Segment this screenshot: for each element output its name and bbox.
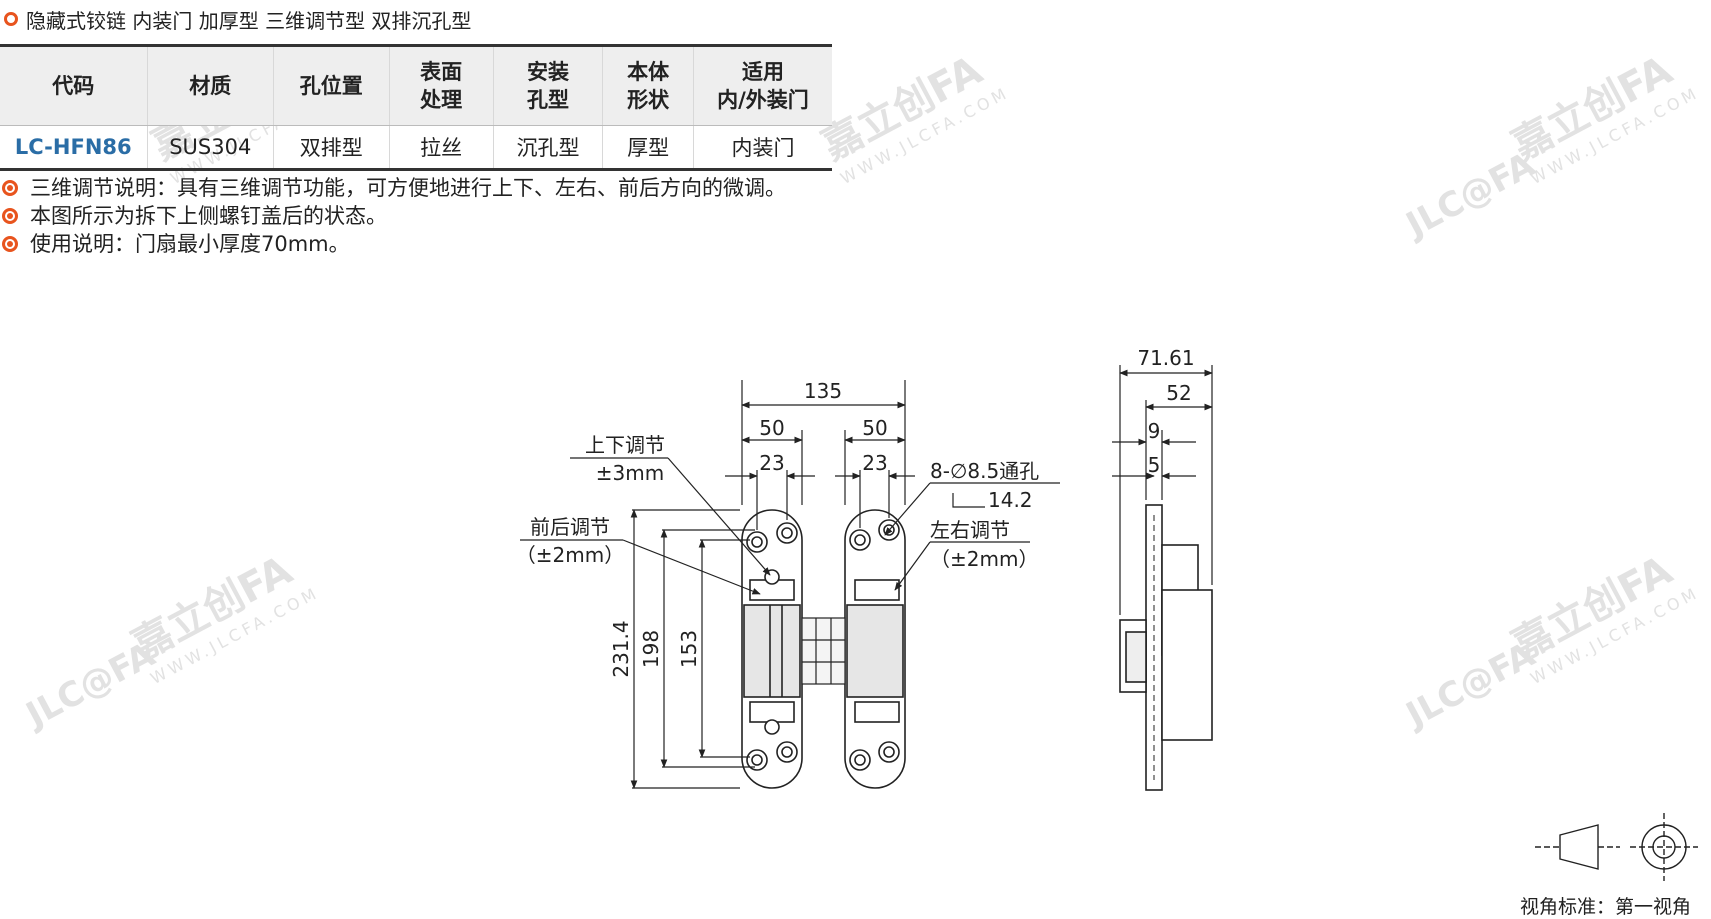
label-vertical-adjust: 上下调节: [585, 433, 665, 457]
table-header-row: 代码 材质 孔位置 表面 处理 安装 孔型 本体 形状 适用 内/外装门: [0, 44, 832, 126]
label-left-right-range: （±2mm）: [930, 547, 1038, 571]
notes: 三维调节说明：具有三维调节功能，可方便地进行上下、左右、前后方向的微调。 本图所…: [0, 174, 820, 258]
dim-hole-left: 23: [759, 451, 784, 475]
dim-side-9: 9: [1148, 419, 1161, 443]
dim-side-total: 71.61: [1137, 346, 1194, 370]
table-header: 材质: [146, 44, 274, 126]
label-front-back-adjust: 前后调节: [530, 515, 610, 539]
dimension-labels: 135 50 50 23 23 231.4 198 153 上下调节 ±3mm …: [516, 379, 1039, 678]
table-header: 代码: [0, 44, 148, 126]
table-cell: 拉丝: [388, 125, 494, 171]
dim-side-5: 5: [1148, 453, 1161, 477]
dim-width-left: 50: [759, 416, 784, 440]
right-leaf: [844, 509, 906, 789]
table-header: 适用 内/外装门: [692, 44, 832, 126]
table-cell: 内装门: [692, 125, 832, 171]
dim-height-total: 231.4: [609, 620, 633, 677]
table-row: LC-HFN86 SUS304 双排型 拉丝 沉孔型 厚型 内装门: [0, 125, 832, 171]
table-cell: SUS304: [146, 125, 274, 171]
bullet-icon: [2, 236, 18, 252]
table-header: 表面 处理: [388, 44, 494, 126]
link-bars: [801, 617, 846, 685]
dim-height-153: 153: [677, 630, 701, 668]
title-ring-icon: [4, 12, 18, 26]
side-view: [1119, 504, 1213, 791]
table-cell: 沉孔型: [492, 125, 603, 171]
note-item: 本图所示为拆下上侧螺钉盖后的状态。: [0, 202, 820, 230]
bullet-icon: [2, 208, 18, 224]
title-text: 隐藏式铰链 内装门 加厚型 三维调节型 双排沉孔型: [26, 8, 472, 33]
label-front-back-range: （±2mm）: [516, 543, 624, 567]
table-cell-code: LC-HFN86: [0, 125, 148, 171]
bullet-icon: [2, 180, 18, 196]
left-leaf: [741, 509, 803, 789]
table-header: 孔位置: [273, 44, 390, 126]
dim-height-198: 198: [639, 630, 663, 668]
table-cell: 厚型: [602, 125, 694, 171]
table-cell: 双排型: [273, 125, 390, 171]
note-item: 使用说明：门扇最小厚度70mm。: [0, 230, 820, 258]
dim-hole-right: 23: [862, 451, 887, 475]
dim-side-52: 52: [1166, 381, 1191, 405]
note-item: 三维调节说明：具有三维调节功能，可方便地进行上下、左右、前后方向的微调。: [0, 174, 820, 202]
dim-width-total: 135: [804, 379, 842, 403]
dim-width-right: 50: [862, 416, 887, 440]
spec-table: 代码 材质 孔位置 表面 处理 安装 孔型 本体 形状 适用 内/外装门 LC-…: [0, 44, 832, 171]
label-left-right-adjust: 左右调节: [930, 518, 1010, 542]
label-vertical-range: ±3mm: [596, 461, 664, 485]
table-header: 本体 形状: [602, 44, 694, 126]
label-holes: 8-∅8.5通孔: [930, 459, 1039, 483]
page-title: 隐藏式铰链 内装门 加厚型 三维调节型 双排沉孔型: [4, 4, 471, 34]
projection-label: 视角标准：第一视角: [1520, 896, 1692, 918]
table-header: 安装 孔型: [492, 44, 603, 126]
projection-symbol-icon: [1535, 813, 1698, 881]
label-counterbore: 14.2: [988, 488, 1033, 512]
